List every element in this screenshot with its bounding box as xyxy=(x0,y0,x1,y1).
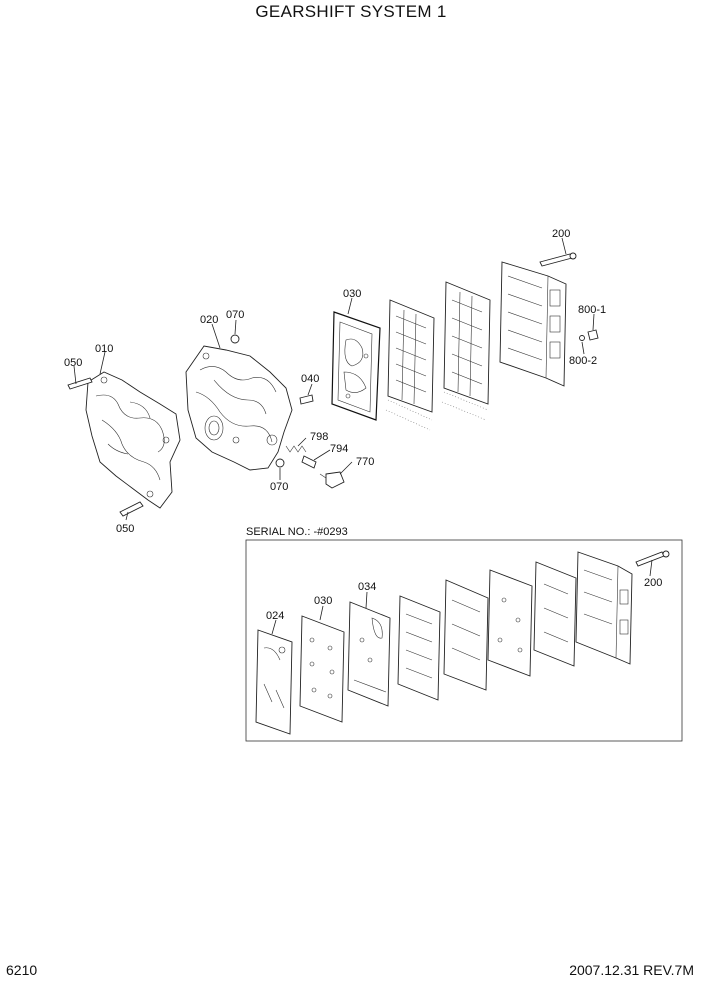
part-040-plug xyxy=(299,394,314,405)
part-050-pin-bottom xyxy=(119,501,144,517)
part-010-cover-plate xyxy=(85,371,181,509)
callout-050-top: 050 xyxy=(64,357,82,369)
page-title: GEARSHIFT SYSTEM 1 xyxy=(255,2,447,21)
inset-callout-024: 024 xyxy=(266,610,284,622)
inset-valve-plate-2 xyxy=(443,579,489,691)
callout-800-1: 800-1 xyxy=(578,304,606,316)
inset-callout-030: 030 xyxy=(314,595,332,607)
page-number: 6210 xyxy=(6,962,38,978)
inset-part-034-plate xyxy=(347,601,391,707)
valve-plate-2 xyxy=(441,281,491,421)
part-798-spring xyxy=(285,445,307,453)
callout-070-top: 070 xyxy=(226,309,244,321)
part-030-gasket-plate xyxy=(331,311,381,421)
callout-050-bottom: 050 xyxy=(116,523,134,535)
inset-valve-plate-1 xyxy=(397,595,441,701)
valve-block xyxy=(499,261,567,387)
part-050-pin-top xyxy=(67,377,93,390)
inset-callout-034: 034 xyxy=(358,581,376,593)
inset-valve-plate-4 xyxy=(533,561,577,667)
valve-plate-1 xyxy=(385,299,435,431)
part-794-piston xyxy=(301,455,317,469)
part-800-1-plug xyxy=(587,329,599,341)
inset-part-200-bolt xyxy=(635,550,670,567)
callout-040: 040 xyxy=(301,373,319,385)
inset-callout-200: 200 xyxy=(644,577,662,589)
inset-valve-block xyxy=(575,551,633,665)
inset-valve-plate-3 xyxy=(487,569,533,677)
part-070-plug-bottom xyxy=(275,458,285,468)
serial-inset: SERIAL NO.: -#0293 024 030 034 200 xyxy=(245,526,683,742)
callout-800-2: 800-2 xyxy=(569,355,597,367)
part-800-2-ring xyxy=(579,335,585,341)
callout-794: 794 xyxy=(330,443,348,455)
callout-010: 010 xyxy=(95,343,113,355)
callout-798: 798 xyxy=(310,431,328,443)
part-070-plug-top xyxy=(230,334,240,344)
callout-020: 020 xyxy=(200,314,218,326)
part-770-screw-plug xyxy=(319,471,345,489)
part-020-housing xyxy=(185,345,293,471)
revision-date: 2007.12.31 REV.7M xyxy=(569,962,694,978)
inset-part-024-plate xyxy=(255,629,293,735)
serial-number-label: SERIAL NO.: -#0293 xyxy=(246,526,348,538)
callout-770: 770 xyxy=(356,456,374,468)
inset-part-030-plate xyxy=(299,615,345,723)
callout-030: 030 xyxy=(343,288,361,300)
callout-070-bottom: 070 xyxy=(270,481,288,493)
part-200-bolt xyxy=(539,252,577,267)
callout-200: 200 xyxy=(552,228,570,240)
